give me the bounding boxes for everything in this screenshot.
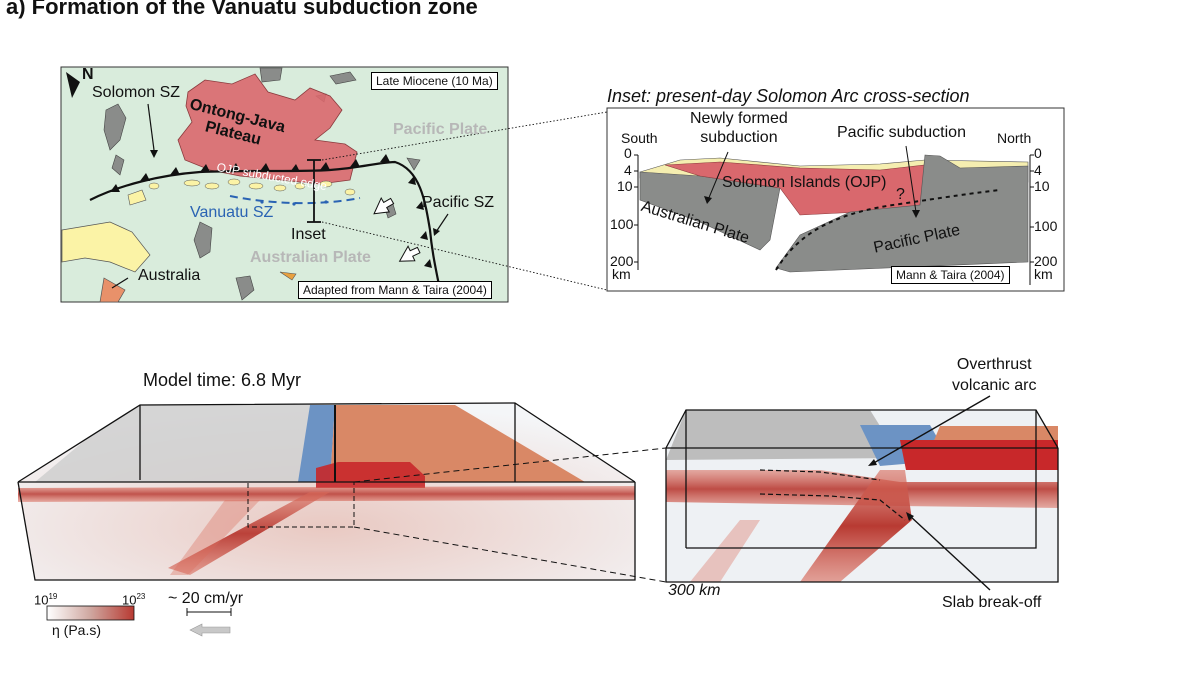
depth-unit: km bbox=[612, 266, 631, 282]
xs-source: Mann & Taira (2004) bbox=[891, 266, 1010, 284]
pacific-sz-label: Pacific SZ bbox=[422, 194, 495, 211]
model-time: Model time: 6.8 Myr bbox=[143, 370, 302, 390]
colorbar-min: 1019 bbox=[34, 592, 58, 608]
north-label-xs: North bbox=[997, 130, 1032, 146]
solomon-islands-label: Solomon Islands (OJP) bbox=[722, 174, 887, 191]
south-label: South bbox=[621, 130, 658, 146]
cross-section bbox=[606, 107, 1065, 292]
australian-plate-map-label: Australian Plate bbox=[250, 249, 371, 266]
depth-unit: km bbox=[1034, 266, 1053, 282]
pacific-plate-map-label: Pacific Plate bbox=[393, 121, 488, 138]
depth-300-label: 300 km bbox=[668, 582, 721, 599]
inset-title: Inset: present-day Solomon Arc cross-sec… bbox=[607, 86, 970, 106]
australia-south-land bbox=[99, 277, 126, 303]
north-arrow-icon bbox=[66, 72, 80, 98]
depth-tick: 10 bbox=[617, 178, 633, 194]
slab-breakoff-label: Slab break-off bbox=[942, 594, 1042, 611]
figure-title: a) Formation of the Vanuatu subduction z… bbox=[6, 0, 478, 19]
north-label: N bbox=[82, 66, 94, 83]
paleo-map bbox=[60, 66, 509, 303]
time-box: Late Miocene (10 Ma) bbox=[371, 72, 498, 90]
depth-tick: 0 bbox=[624, 145, 632, 161]
ontong-java-plateau bbox=[177, 73, 358, 185]
depth-tick: 100 bbox=[1034, 218, 1058, 234]
colorbar-label: η (Pa.s) bbox=[52, 622, 102, 638]
depth-tick: 0 bbox=[1034, 145, 1042, 161]
depth-tick: 200 bbox=[1034, 253, 1058, 269]
velocity-arrow-icon bbox=[189, 623, 231, 637]
viscosity-colorbar bbox=[46, 605, 135, 621]
newly-formed-label: Newly formed subduction bbox=[690, 110, 788, 146]
overthrust-label: Overthrust volcanic arc bbox=[952, 356, 1037, 394]
colorbar-max: 1023 bbox=[122, 592, 146, 608]
model-3d-zoom bbox=[665, 395, 1059, 591]
solomon-sz-label: Solomon SZ bbox=[92, 84, 181, 101]
velocity-label: ~ 20 cm/yr bbox=[168, 590, 244, 607]
depth-tick: 10 bbox=[1034, 178, 1050, 194]
depth-tick: 4 bbox=[1034, 162, 1042, 178]
map-source: Adapted from Mann & Taira (2004) bbox=[298, 281, 492, 299]
depth-tick: 4 bbox=[624, 162, 632, 178]
australia-label: Australia bbox=[138, 267, 201, 284]
vanuatu-sz-label: Vanuatu SZ bbox=[190, 204, 274, 221]
australia-land bbox=[61, 221, 151, 273]
pacific-subduction-label: Pacific subduction bbox=[837, 124, 966, 141]
depth-tick: 200 bbox=[610, 253, 634, 269]
inset-label: Inset bbox=[291, 226, 326, 243]
question-label: ? bbox=[896, 186, 905, 203]
model-3d-left bbox=[17, 402, 636, 581]
depth-tick: 100 bbox=[610, 216, 634, 232]
xs-pacific-plate bbox=[775, 154, 1029, 273]
